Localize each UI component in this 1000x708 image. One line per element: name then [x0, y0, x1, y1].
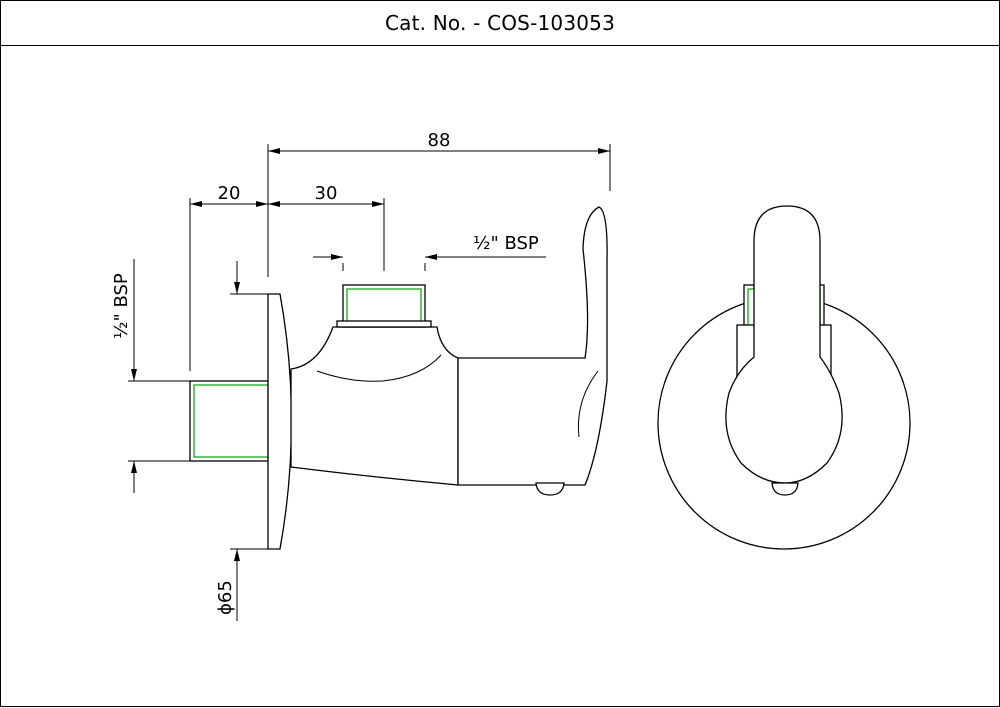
- dim-88-label: 88: [428, 130, 451, 151]
- side-view: [189, 206, 608, 550]
- lever-handle: [457, 206, 608, 486]
- handle-cap: [535, 482, 565, 496]
- catalog-number: Cat. No. - COS-103053: [384, 11, 616, 35]
- valve-body: [290, 326, 459, 486]
- outlet-bsp-label: ½" BSP: [473, 233, 539, 254]
- front-handle-cap: [771, 482, 799, 496]
- flange-diameter-label: ϕ65: [215, 580, 236, 615]
- wall-thread: [189, 380, 271, 462]
- inlet-bsp-label: ½" BSP: [111, 273, 132, 339]
- wall-flange: [267, 293, 293, 550]
- dim-30-label: 30: [315, 183, 338, 204]
- outlet-thread: [336, 284, 432, 328]
- dimensions: 88 20 30 ½" BSP ½" BSP ϕ65: [111, 130, 611, 621]
- dim-20-label: 20: [218, 183, 241, 204]
- front-lever-handle: [725, 205, 843, 484]
- front-view: [657, 205, 911, 550]
- title-bar: Cat. No. - COS-103053: [1, 1, 999, 46]
